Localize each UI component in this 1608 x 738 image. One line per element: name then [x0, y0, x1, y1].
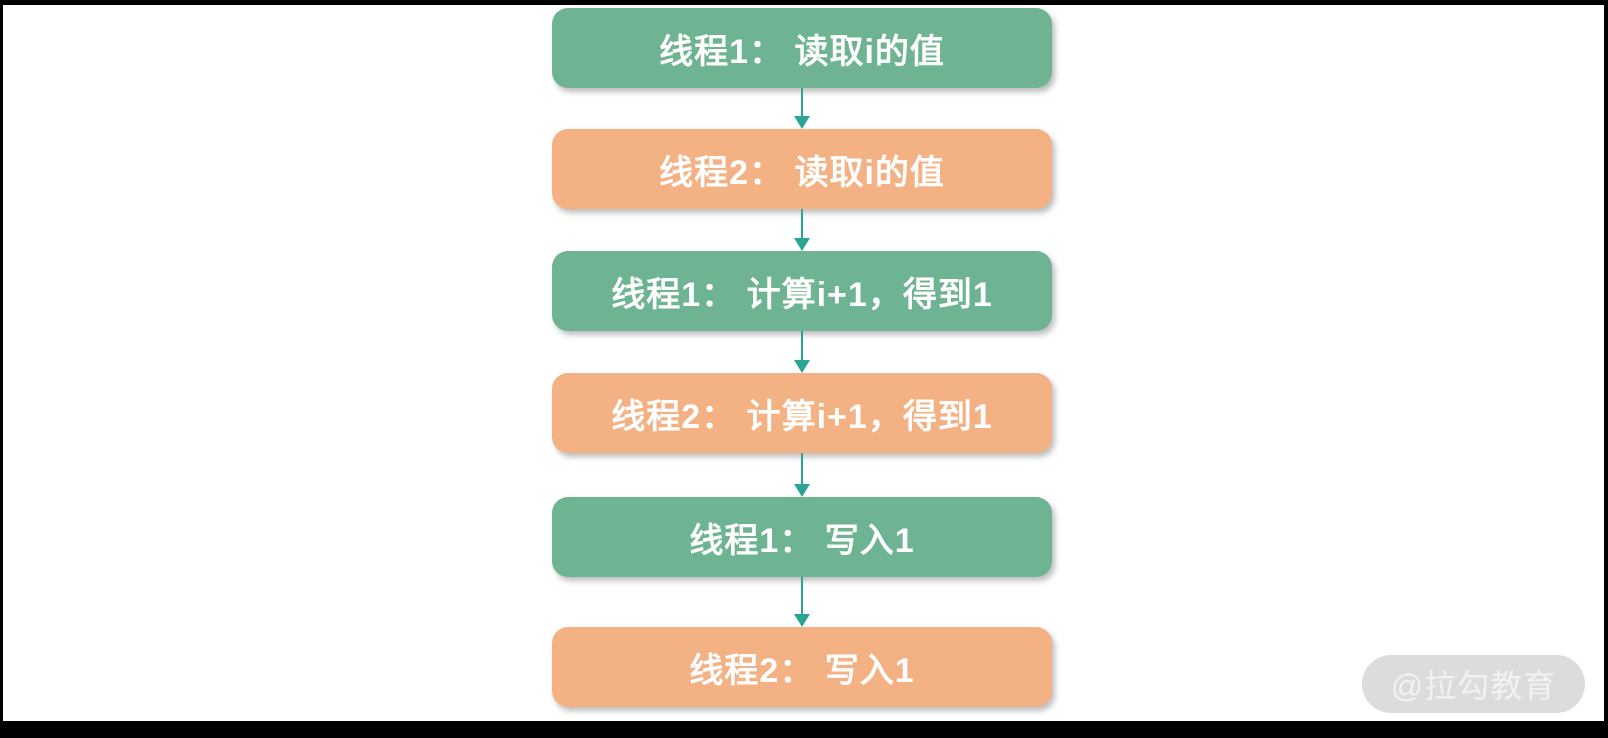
down-arrow-connector [794, 88, 810, 129]
down-arrow-connector [794, 331, 810, 373]
flow-step-label: 线程1： 写入1 [689, 521, 915, 560]
flow-step-6: 线程2： 写入1 [552, 627, 1052, 707]
flow-step-2: 线程2： 读取i的值 [552, 129, 1052, 209]
flow-step-label: 线程2： 写入1 [689, 651, 915, 690]
down-arrow-connector [794, 209, 810, 251]
flow-step-label: 线程1： 计算i+1，得到1 [611, 275, 993, 314]
arrow-line [801, 331, 803, 360]
arrow-line [801, 88, 803, 116]
arrow-head-icon [794, 238, 810, 251]
flow-step-4: 线程2： 计算i+1，得到1 [552, 373, 1052, 453]
arrow-head-icon [794, 116, 810, 129]
watermark-label: @拉勾教育 [1390, 668, 1557, 704]
down-arrow-connector [794, 453, 810, 497]
flow-step-label: 线程2： 计算i+1，得到1 [611, 397, 993, 436]
arrow-line [801, 453, 803, 484]
arrow-line [801, 209, 803, 238]
flow-step-label: 线程1： 读取i的值 [659, 32, 945, 71]
flow-step-5: 线程1： 写入1 [552, 497, 1052, 577]
flow-step-3: 线程1： 计算i+1，得到1 [552, 251, 1052, 331]
arrow-line [801, 577, 803, 614]
watermark-badge: @拉勾教育 [1362, 655, 1585, 713]
flow-step-label: 线程2： 读取i的值 [659, 153, 945, 192]
arrow-head-icon [794, 484, 810, 497]
down-arrow-connector [794, 577, 810, 627]
arrow-head-icon [794, 360, 810, 373]
arrow-head-icon [794, 614, 810, 627]
flow-step-1: 线程1： 读取i的值 [552, 8, 1052, 88]
